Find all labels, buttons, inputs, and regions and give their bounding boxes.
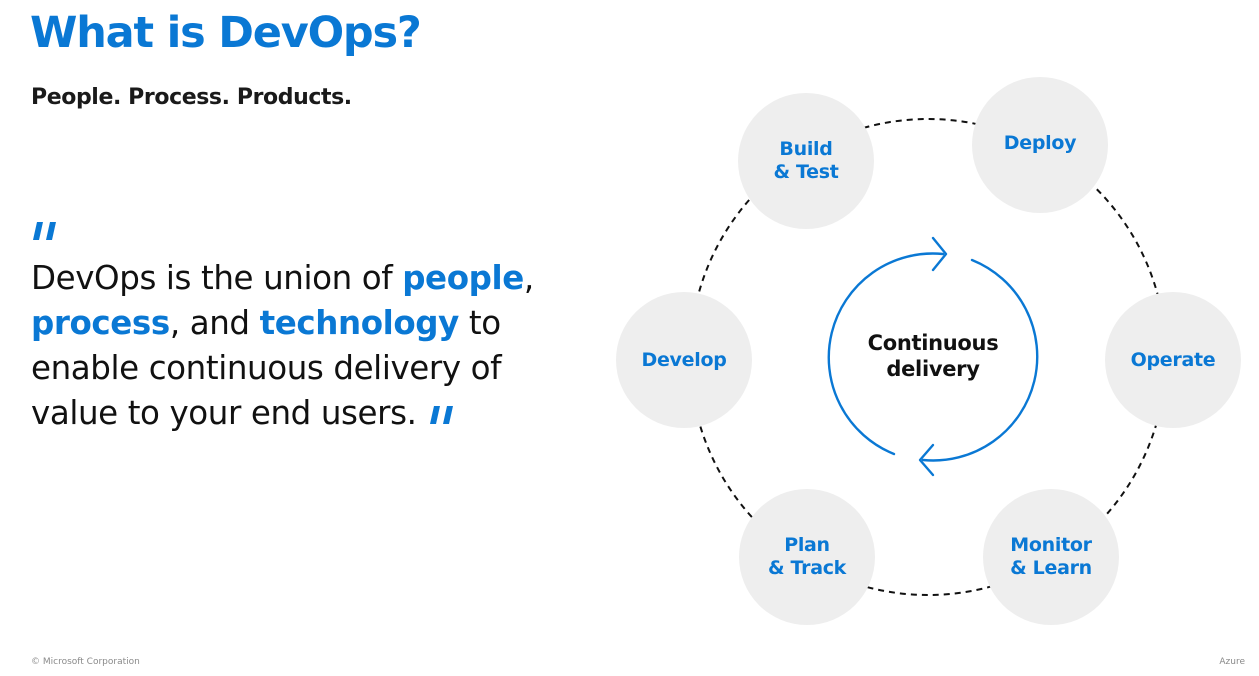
quote-part-3: , and (169, 304, 260, 342)
node-monitor-learn: Monitor& Learn (983, 489, 1119, 625)
node-build-test: Build& Test (738, 93, 874, 229)
node-plan-track: Plan& Track (739, 489, 875, 625)
node-develop: Develop (616, 292, 752, 428)
node-label: Monitor (1010, 534, 1092, 556)
center-label: Continuous delivery (843, 330, 1023, 382)
node-label: Operate (1130, 348, 1216, 371)
page-title: What is DevOps? (30, 8, 422, 58)
center-label-line-1: Continuous (867, 331, 999, 355)
node-operate: Operate (1105, 292, 1241, 428)
node-label: & Learn (1010, 557, 1092, 579)
center-label-line-2: delivery (886, 357, 980, 381)
node-label: Plan (784, 534, 830, 556)
quote-part-2: , (523, 259, 534, 297)
node-label: Build (779, 138, 833, 160)
node-label: Develop (641, 348, 727, 371)
node-label: & Track (767, 557, 847, 579)
footer-brand: Azure (1219, 657, 1245, 667)
highlight-technology: technology (259, 304, 460, 342)
quote-part-4: to enable continuous delivery of value t… (31, 304, 502, 432)
node-label: Deploy (1003, 132, 1077, 154)
node-label: & Test (773, 161, 839, 183)
node-deploy: Deploy (972, 77, 1108, 213)
page-subtitle: People. Process. Products. (31, 85, 352, 110)
quote-text: DevOps is the union of people, process, … (31, 256, 591, 436)
quote-open-icon (33, 222, 56, 240)
quote-part-1: DevOps is the union of (31, 259, 403, 297)
footer-copyright: © Microsoft Corporation (31, 657, 140, 667)
quote-close-icon (429, 406, 453, 424)
highlight-process: process (31, 304, 170, 342)
highlight-people: people (402, 259, 524, 297)
cycle-arrows-icon (827, 236, 1039, 477)
